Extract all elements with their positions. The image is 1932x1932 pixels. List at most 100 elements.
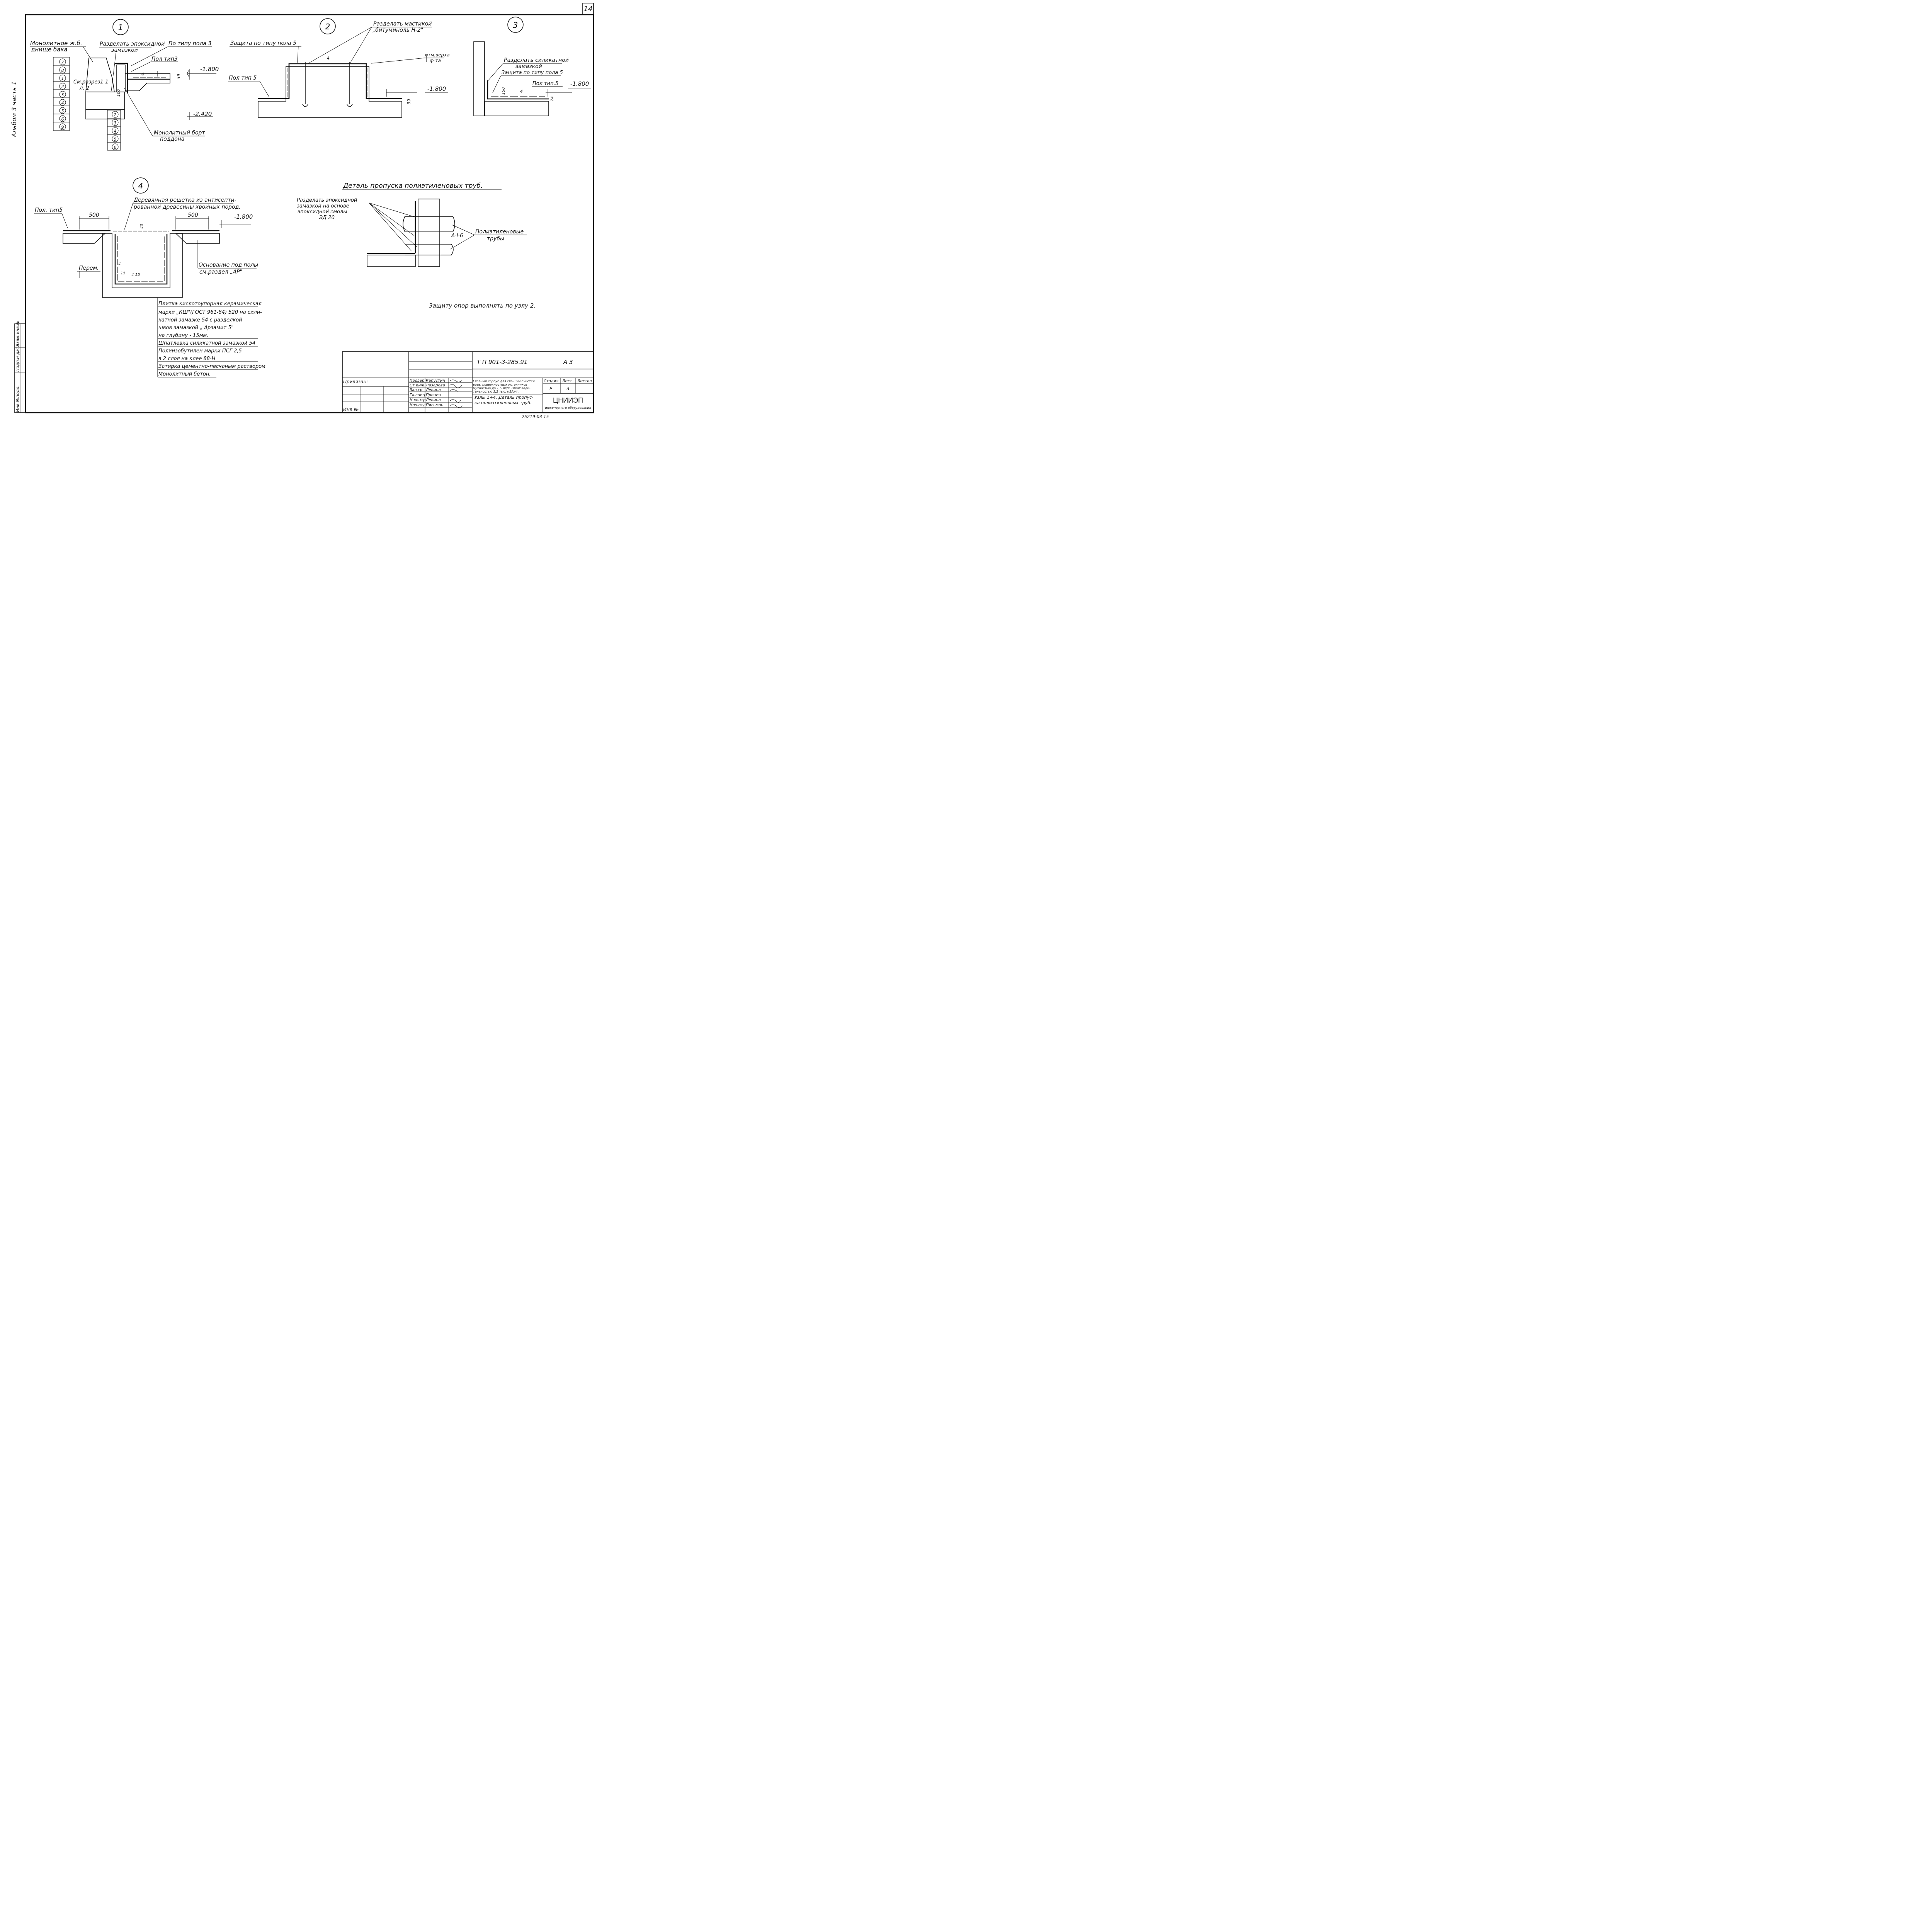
detail-note: Защиту опор выполнять по узлу 2. xyxy=(429,302,536,309)
n1-monolith-l1: Монолитное ж.б. xyxy=(30,40,82,47)
n1-layer-2: 8 xyxy=(61,68,64,73)
tb-role-1: Провер xyxy=(410,379,424,383)
n4-spec-9: Затирка цементно-песчаным раствором xyxy=(158,364,265,369)
tb-privyazan: Привязан: xyxy=(343,379,368,384)
side-vzam: Взам.инв.№ xyxy=(15,320,20,347)
n4-spec-3: катной замазке 54 с разделкой xyxy=(158,317,242,323)
node-2-number: 2 xyxy=(325,22,330,31)
tb-project-1: Главный корпус для станции очистки xyxy=(473,379,535,383)
detail-epoxy-l1: Разделать эпоксидной xyxy=(297,197,357,203)
n3-silicate-l2: замазкой xyxy=(515,63,542,70)
n3-dim-4: 4 xyxy=(520,89,523,94)
n1-board-l2: поддона xyxy=(160,136,184,142)
n2-mastic-l1: Разделать мастикой xyxy=(373,21,432,27)
n1-dim-100: 100 xyxy=(117,89,121,97)
n1-section-l2: л. 2 xyxy=(79,85,89,91)
node-3-marker xyxy=(507,17,524,33)
n1-board-l1: Монолитный борт xyxy=(154,130,205,136)
node-3-number: 3 xyxy=(513,20,518,30)
album-label: Альбом 3 часть 1 xyxy=(10,81,18,138)
node-1-number: 1 xyxy=(118,23,123,32)
node-1: 1 Монолитное ж.б. днище бака Разделать э… xyxy=(30,19,219,151)
n4-dim-500-left: 500 xyxy=(89,212,99,218)
tb-name-1: Капустин xyxy=(426,379,446,383)
n4-spec-4: швов замазкой „ Арзамит 5" xyxy=(158,325,233,331)
n4-grate-l2: рованной древесины хвойных пород. xyxy=(133,204,241,210)
n1-epoxy-l2: замазкой xyxy=(111,47,138,53)
tb-sheet-title-2: ка полиэтиленовых труб. xyxy=(474,400,532,405)
n4-perem: Перем. xyxy=(79,265,99,271)
n2-dim-39: 39 xyxy=(406,99,412,104)
node-4-marker xyxy=(133,177,149,194)
n1-layer-6: 4 xyxy=(61,100,64,105)
node-3: 3 Разделать силикатной замазкой Защита п… xyxy=(473,17,591,116)
n1-layer-1: 7 xyxy=(61,60,64,65)
n4-base-l2: см.раздел „АР" xyxy=(199,269,242,275)
n1-blayer-5: 6 xyxy=(114,145,117,150)
drawing-sheet: { "sheet_number": "14", "album_label": "… xyxy=(0,0,609,431)
sheet-number: 14 xyxy=(584,5,593,13)
n4-dim-15: 15 xyxy=(121,271,126,276)
tb-org-sub: инженерного оборудования xyxy=(545,406,591,410)
n4-dim-500-right: 500 xyxy=(188,212,198,218)
n1-level-1: -1.800 xyxy=(200,66,219,73)
tb-role-5: Н.контр xyxy=(410,398,426,402)
n1-level-2: -2.420 xyxy=(193,111,212,117)
tb-format: А 3 xyxy=(563,359,573,366)
n3-level: -1.800 xyxy=(570,80,589,87)
n4-grate-l1: Деревянная решетка из антисепти- xyxy=(133,197,236,203)
tb-role-4: Гл.спец xyxy=(410,393,425,397)
n4-spec-2: марки „КШ"(ГОСТ 961-84) 520 на сили- xyxy=(158,310,262,315)
n2-level: -1.800 xyxy=(427,85,446,92)
n1-blayer-2: 3 xyxy=(114,121,117,126)
n1-layer-9: 9 xyxy=(61,125,64,130)
tb-name-4: Пронин xyxy=(426,393,441,397)
tb-sheets-h: Листов xyxy=(577,379,592,383)
n1-epoxy-l1: Разделать эпоксидной xyxy=(100,41,165,47)
sheet-frame xyxy=(25,14,594,413)
tb-sheet: 3 xyxy=(566,386,570,391)
n2-dim-4: 4 xyxy=(327,56,330,61)
tb-sheet-title-1: Узлы 1÷4. Деталь пропус- xyxy=(474,395,533,400)
detail-epoxy-l3: эпоксидной смолы xyxy=(298,209,347,215)
n4-spec-list: Плитка кислотоупорная керамическая марки… xyxy=(158,301,265,378)
node-2: 2 Защита по типу пола 5 Разделать мастик… xyxy=(228,18,450,118)
tb-role-2: Ст.инж. xyxy=(410,383,425,388)
tb-code: Т П 901-3-285.91 xyxy=(477,359,527,366)
n1-layer-7: 5 xyxy=(61,109,64,114)
detail-pipes-l2: трубы xyxy=(487,236,504,242)
n1-layer-8: 6 xyxy=(61,117,64,122)
sheet-number-box xyxy=(582,3,594,15)
drawing: 14 Альбом 3 часть 1 Инв.№подл. Подп.и да… xyxy=(10,3,594,419)
n3-dim-24: 24 xyxy=(550,96,554,101)
n3-floor5: Пол тип.5 xyxy=(532,81,558,87)
tb-project-4: тельностью 3,2 тыс. м3/сут. xyxy=(473,390,519,393)
node-4-number: 4 xyxy=(138,181,143,190)
n3-dim-150: 150 xyxy=(502,87,506,95)
n4-spec-7: Полиизобутилен марки ПСГ 2,5 xyxy=(158,348,242,354)
n2-mastic-l2: „битуминоль Н-2" xyxy=(372,27,423,33)
tb-role-3: Зав.гр. xyxy=(410,388,423,392)
n1-layer-4: 2 xyxy=(61,84,64,89)
detail-title: Деталь пропуска полиэтиленовых труб. xyxy=(343,182,483,190)
n1-blayer-4: 5 xyxy=(114,137,117,142)
detail-pipes-l1: Полиэтиленовые xyxy=(475,229,524,235)
tb-signatures xyxy=(449,379,463,408)
n3-silicate-l1: Разделать силикатной xyxy=(504,57,569,63)
n1-layer-column-top: 7 8 1 2 3 4 5 6 9 xyxy=(53,57,70,131)
n1-floor3-type: По типу пола 3 xyxy=(168,41,211,47)
n2-top-l2: ф-та xyxy=(430,58,441,63)
tb-name-3: Левина xyxy=(425,388,441,392)
tb-role-6: Нач.отд xyxy=(410,403,426,407)
title-block: Т П 901-3-285.91 А 3 Привязан: Инв.№ Про… xyxy=(342,351,594,419)
detail-rebar: А-I-6 xyxy=(451,233,463,239)
n4-spec-5: на глубину - 15мм. xyxy=(158,333,208,338)
n1-dim-4: 4 xyxy=(141,72,144,77)
n4-spec-10: Монолитный бетон. xyxy=(158,371,211,377)
node-2-marker xyxy=(320,18,336,34)
side-podp: Подп.и дата xyxy=(15,344,20,372)
tb-inv: Инв.№ xyxy=(343,407,359,412)
n1-layer-3: 1 xyxy=(61,76,64,81)
n4-spec-1: Плитка кислотоупорная керамическая xyxy=(158,301,262,307)
tb-name-6: Письман xyxy=(426,403,444,407)
